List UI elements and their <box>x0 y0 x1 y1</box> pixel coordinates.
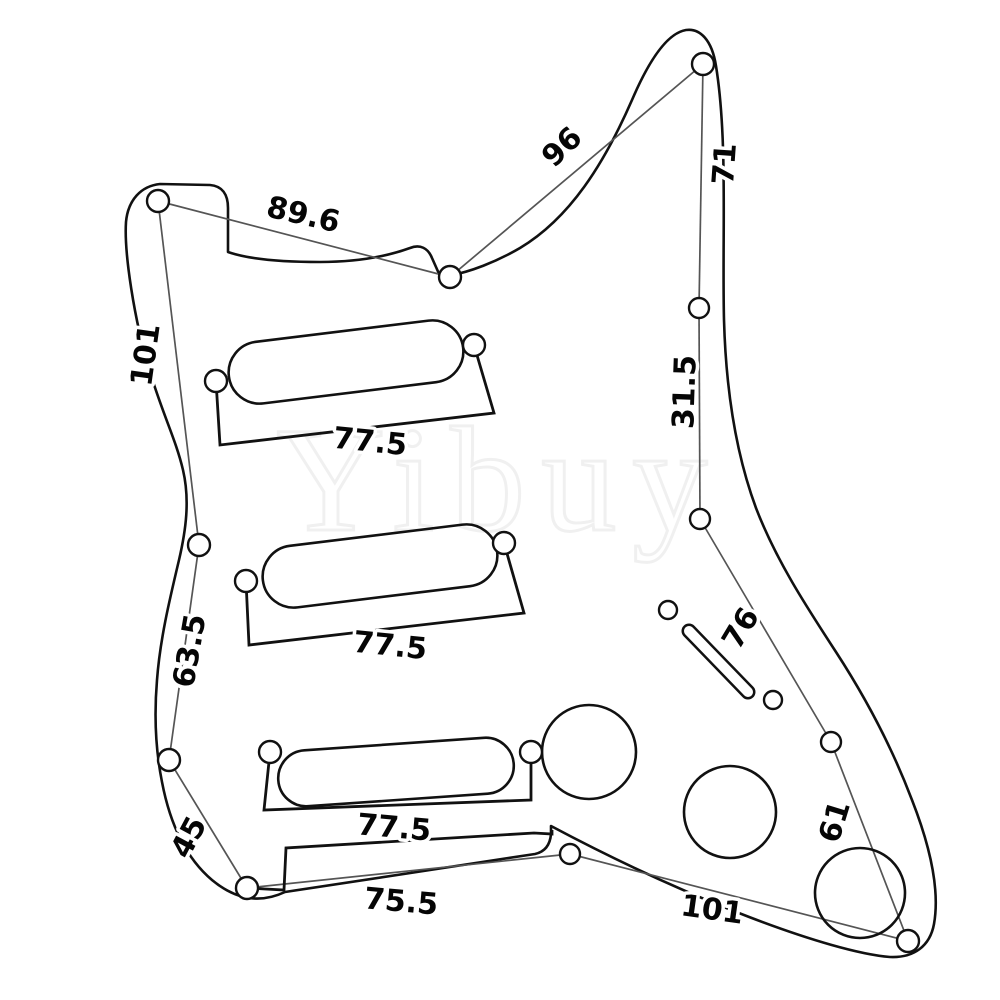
leader-101-left <box>157 200 200 546</box>
leader-45 <box>168 759 248 889</box>
screw-12-right-lower <box>819 730 843 754</box>
screw-6-neck-pickup-right <box>461 332 487 358</box>
pot-hole-3 <box>813 846 907 940</box>
dim-77-5-bridge: 77.5 <box>356 807 433 848</box>
neck-pickup <box>227 319 465 405</box>
screw-4-right-upper <box>687 296 711 320</box>
leader-75-5 <box>246 853 571 889</box>
screw-1-top-left <box>145 188 171 214</box>
leader-61 <box>830 741 909 942</box>
jack-hole-upper <box>657 599 679 621</box>
pickguard-outline-group <box>124 28 938 959</box>
dim-76: 76 <box>715 602 767 656</box>
screw-8-right-mid <box>688 507 712 531</box>
dim-31-5: 31.5 <box>666 354 704 429</box>
screw-holes <box>145 51 921 954</box>
screw-14-bridge-pickup-right <box>518 739 544 765</box>
screw-10-mid-pickup-right <box>491 530 517 556</box>
screw-9-mid-pickup-left <box>233 568 259 594</box>
screw-3-top-right <box>690 51 716 77</box>
dimension-leader-lines <box>157 63 909 942</box>
dim-101-left: 101 <box>124 321 167 388</box>
small-holes <box>657 599 784 711</box>
dim-75-5: 75.5 <box>363 881 440 922</box>
leader-63-5 <box>168 544 200 761</box>
bracket-bridge-pickup <box>262 751 533 812</box>
pickguard-body-outline <box>124 28 938 959</box>
dim-75-5-halo: 75.5 <box>363 881 440 922</box>
measurement-brackets <box>214 344 554 892</box>
dim-89-6: 89.6 <box>263 190 343 241</box>
switch-slot-inner <box>684 626 753 697</box>
screw-5-neck-pickup-left <box>203 368 229 394</box>
screw-11-left-lower <box>156 747 182 773</box>
screw-2-neck-slot <box>437 264 463 290</box>
dim-77-5-neck: 77.5 <box>331 421 408 464</box>
screw-13-bridge-pickup-left <box>257 739 283 765</box>
screw-16-bottom-mid <box>558 842 582 866</box>
leader-76 <box>699 518 832 743</box>
bridge-pickup <box>276 736 516 808</box>
jack-hole-lower <box>762 689 784 711</box>
dim-77-5-mid: 77.5 <box>351 625 428 668</box>
leader-31-5 <box>698 307 701 520</box>
pot-hole-2 <box>682 764 778 860</box>
dim-101-bottom: 101 <box>679 888 746 931</box>
pot-hole-1 <box>540 703 638 801</box>
switch-slot-group <box>681 623 756 700</box>
dim-31-5-halo: 31.5 <box>666 354 704 429</box>
screw-7-left-upper <box>186 532 212 558</box>
leader-71 <box>698 63 704 309</box>
dim-71-halo: 71 <box>706 142 744 186</box>
screw-17-bottom-right <box>895 928 921 954</box>
bracket-bottom-skirt <box>246 830 554 892</box>
leader-89-6 <box>157 200 451 278</box>
leader-101-bottom <box>569 853 909 942</box>
dim-63-5: 63.5 <box>166 611 213 690</box>
bracket-middle-pickup <box>244 542 526 647</box>
bracket-neck-pickup <box>214 344 496 447</box>
screw-15-bottom-left <box>234 875 260 901</box>
dim-61: 61 <box>812 797 858 847</box>
leader-96 <box>449 63 704 278</box>
dim-71: 71 <box>706 142 744 186</box>
